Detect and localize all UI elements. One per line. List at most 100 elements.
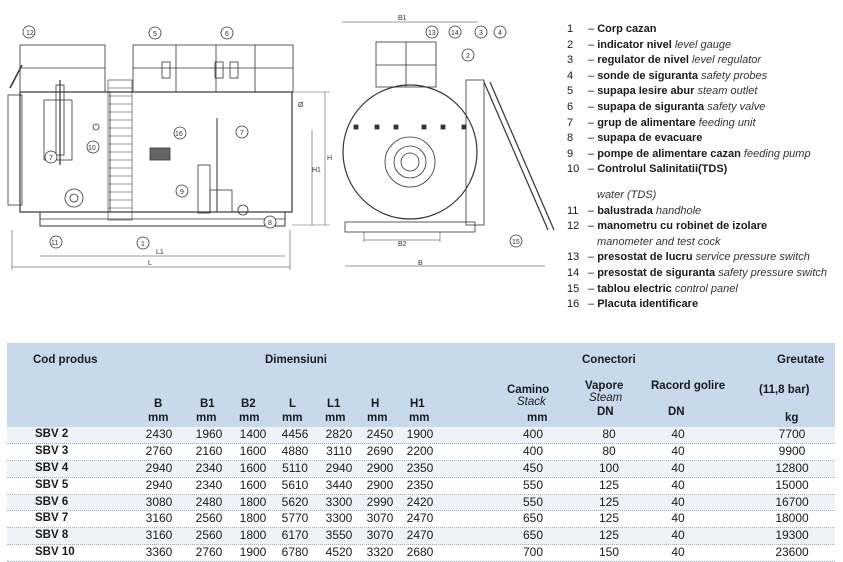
legend-item-15: 15– tablou electric control panel <box>567 282 839 298</box>
legend-item-14: 14– presostat de siguranta safety pressu… <box>567 266 839 282</box>
cell-L1: 3110 <box>326 443 352 458</box>
legend-item-6: 6 – supapa de siguranta safety valve <box>567 100 839 116</box>
legend-label-en: feeding unit <box>698 116 756 129</box>
dim-phi: Ø <box>298 102 304 109</box>
control-box-right <box>132 44 294 93</box>
svg-text:13: 13 <box>428 30 436 37</box>
cell-cod: SBV 8 <box>35 529 69 542</box>
header-greutate: Greutate <box>777 354 825 366</box>
svg-text:3: 3 <box>479 30 483 37</box>
cell-L1: 4520 <box>325 545 353 560</box>
table-header <box>7 343 835 427</box>
cell-camino: 700 <box>522 545 544 560</box>
legend-label-ro: regulator de nivel <box>597 54 689 67</box>
cell-camino: 400 <box>522 443 544 458</box>
cell-camino: 550 <box>522 494 544 509</box>
unit-racord: DN <box>668 406 685 418</box>
front-view: L L1 H H1 Ø <box>7 44 332 270</box>
legend-label-ro: manometru cu robinet de izolare <box>597 220 768 233</box>
cell-B1: 2760 <box>195 545 223 560</box>
cell-L: 5620 <box>281 494 309 509</box>
cell-L1: 3440 <box>325 477 353 492</box>
legend-label-ro: supapa de siguranta <box>597 100 705 113</box>
cell-B: 2430 <box>145 427 173 441</box>
svg-text:16: 16 <box>175 131 183 138</box>
legend-item-9: 9– pompe de alimentare cazan feeding pum… <box>567 147 839 163</box>
cell-racord: 40 <box>671 511 685 526</box>
cell-L: 4880 <box>281 443 309 458</box>
cell-vapore: 125 <box>598 528 620 543</box>
legend-dash: – <box>588 204 598 217</box>
legend-label-ro: sonde de siguranta <box>597 69 699 82</box>
header-racord: Racord golire <box>651 380 726 392</box>
cell-H1: 1900 <box>406 427 434 441</box>
id-plate <box>149 147 171 161</box>
legend-label-en: safety valve <box>707 100 766 113</box>
legend-label-en: handhole <box>655 204 702 217</box>
cell-L: 6780 <box>281 545 309 560</box>
svg-text:7: 7 <box>240 130 244 137</box>
header-camino: Camino <box>507 384 550 396</box>
legend-label-ro: presostat de lucru <box>597 251 693 264</box>
cell-kg: 7700 <box>778 427 806 441</box>
cell-B1: 2560 <box>195 528 223 543</box>
svg-text:5: 5 <box>153 31 157 38</box>
cell-B1: 1960 <box>195 427 223 441</box>
cell-camino: 400 <box>522 427 544 441</box>
legend-label-ro: presostat de siguranta <box>597 266 716 279</box>
legend-label-ro: indicator nivel <box>597 38 672 51</box>
svg-text:14: 14 <box>451 30 459 37</box>
legend-number: 4 <box>567 69 574 82</box>
cell-H: 2450 <box>366 427 394 441</box>
cell-L1: 2940 <box>325 460 353 475</box>
header-H: H <box>371 398 380 410</box>
legend-dash: – <box>588 266 598 279</box>
legend-manometer-continuation: manometer and test cock <box>597 235 721 248</box>
legend-label-en: steam outlet <box>697 85 758 98</box>
legend-label-ro: supapa Iesire abur <box>597 85 695 98</box>
unit-B1: mm <box>196 412 217 424</box>
svg-text:7: 7 <box>49 155 53 162</box>
legend-dash: – <box>588 100 598 113</box>
dim-H1: H1 <box>312 167 321 174</box>
svg-text:10: 10 <box>88 145 96 152</box>
cell-kg: 12800 <box>775 460 809 475</box>
cell-vapore: 100 <box>598 460 620 475</box>
legend-label-ro: grup de alimentare <box>597 116 696 129</box>
legend-item-3: 3– regulator de nivel level regulator <box>567 53 839 69</box>
legend-dash: – <box>588 69 598 82</box>
cell-cod: SBV 4 <box>35 461 69 474</box>
ladder <box>107 79 133 221</box>
unit-H: mm <box>367 412 388 424</box>
unit-B: mm <box>148 412 169 424</box>
cell-racord: 40 <box>671 443 685 458</box>
cell-L: 5770 <box>281 511 309 526</box>
legend-number: 6 <box>567 100 574 113</box>
cell-cod: SBV 7 <box>35 512 69 525</box>
unit-vapore: DN <box>597 406 614 418</box>
cell-B1: 2160 <box>195 443 223 458</box>
cell-H: 2690 <box>366 443 394 458</box>
header-steam: Steam <box>589 392 623 404</box>
dim-B1: B1 <box>398 15 407 22</box>
cell-H1: 2470 <box>406 528 434 543</box>
legend-number: 16 <box>567 298 580 311</box>
legend-item-1: 1– Corp cazan <box>567 22 839 38</box>
cell-kg: 19300 <box>775 528 809 543</box>
header-stack: Stack <box>517 396 546 408</box>
legend-label-ro: Controlul Salinitatii(TDS) <box>597 163 728 176</box>
cell-racord: 40 <box>671 427 685 441</box>
legend-dash: – <box>588 251 598 264</box>
header-conectori: Conectori <box>582 354 636 366</box>
legend-number: 3 <box>567 54 574 67</box>
cell-vapore: 150 <box>598 545 620 560</box>
legend-number: 8 <box>567 132 574 145</box>
legend-item-2: 2– indicator nivel level gauge <box>567 38 839 54</box>
legend-label-en: level regulator <box>691 54 762 67</box>
cell-vapore: 80 <box>602 443 616 458</box>
legend-label-en: service pressure switch <box>695 251 810 264</box>
legend-number: 15 <box>567 282 580 295</box>
